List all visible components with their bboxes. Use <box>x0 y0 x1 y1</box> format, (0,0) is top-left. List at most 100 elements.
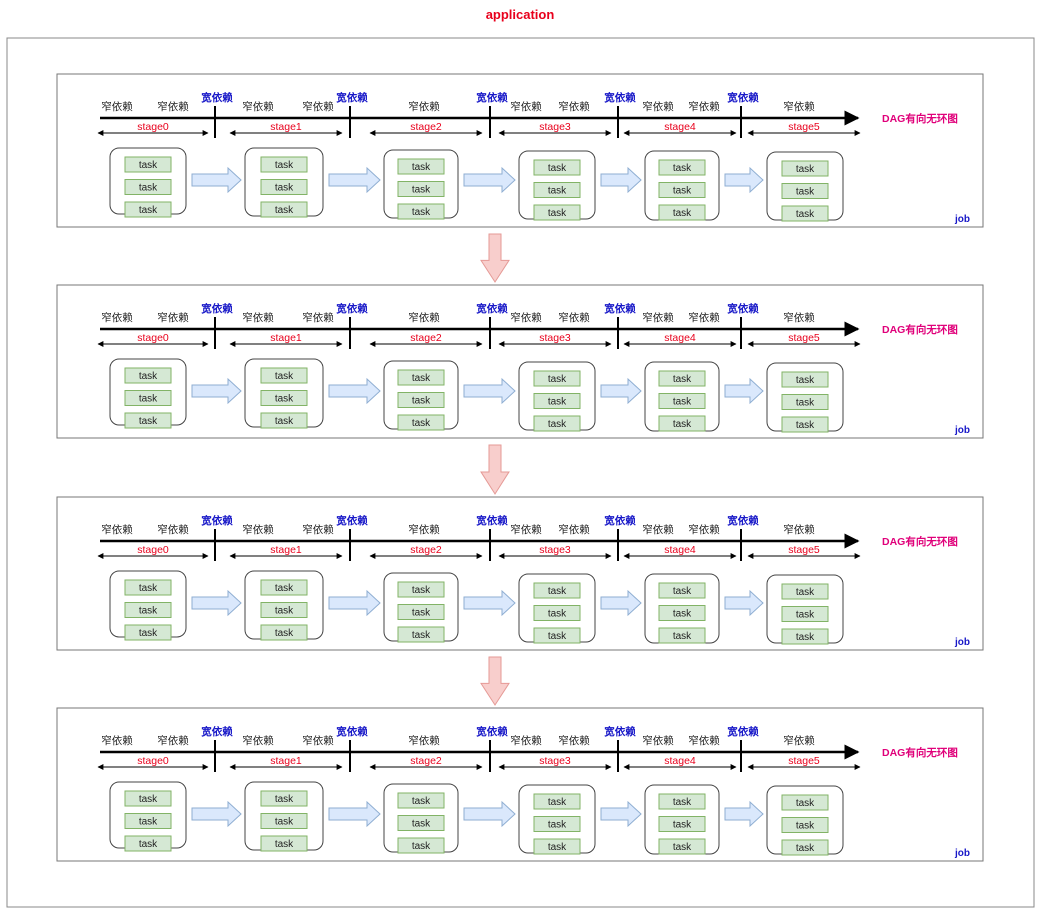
task-box <box>658 182 706 198</box>
narrow-dependency-label: 窄依赖 <box>408 100 440 113</box>
task-box <box>397 181 445 197</box>
task-box <box>397 581 445 598</box>
task-label: task <box>275 839 294 850</box>
task-label: task <box>673 797 692 808</box>
stage-label-3: stage3 <box>539 755 571 767</box>
task-box <box>533 582 581 599</box>
task-box <box>260 624 308 641</box>
wide-dependency-label: 宽依赖 <box>726 91 759 104</box>
wide-dependency-label: 宽依赖 <box>475 514 508 527</box>
job-sequence-arrow <box>480 233 510 283</box>
stage-flow-arrow <box>328 589 381 617</box>
task-label: task <box>673 842 692 853</box>
stage-flow-arrow <box>463 800 516 828</box>
task-box <box>658 159 706 176</box>
task-box <box>781 583 829 600</box>
stage-label-1: stage1 <box>270 121 302 133</box>
task-box <box>658 370 706 387</box>
job-label: job <box>954 425 970 436</box>
narrow-dependency-label: 窄依赖 <box>688 100 720 113</box>
wide-dependency-label: 宽依赖 <box>475 302 508 315</box>
task-label: task <box>275 205 294 216</box>
task-label: task <box>139 628 158 639</box>
task-box <box>124 390 172 406</box>
stage-flow-arrow <box>724 377 764 405</box>
narrow-dependency-label: 窄依赖 <box>157 100 189 113</box>
narrow-dependency-label: 窄依赖 <box>510 311 542 324</box>
stage-flow-arrow <box>191 377 242 405</box>
task-box <box>397 626 445 643</box>
task-box <box>397 604 445 620</box>
task-label: task <box>673 374 692 385</box>
task-label: task <box>548 609 567 620</box>
task-label: task <box>139 583 158 594</box>
wide-dependency-label: 宽依赖 <box>603 514 636 527</box>
task-box <box>124 602 172 618</box>
stage-flow-arrow <box>463 166 516 194</box>
narrow-dependency-label: 窄依赖 <box>642 734 674 747</box>
narrow-dependency-label: 窄依赖 <box>783 734 815 747</box>
task-label: task <box>673 208 692 219</box>
stage-flow-arrow <box>600 377 642 405</box>
task-label: task <box>673 820 692 831</box>
task-label: task <box>548 797 567 808</box>
stage-label-2: stage2 <box>410 332 442 344</box>
dag-label: DAG有向无环图 <box>882 535 958 548</box>
stage-label-2: stage2 <box>410 755 442 767</box>
task-label: task <box>139 416 158 427</box>
wide-dependency-label: 宽依赖 <box>200 514 233 527</box>
task-label: task <box>275 183 294 194</box>
task-label: task <box>796 164 815 175</box>
task-box <box>658 838 706 855</box>
stage-flow-arrow <box>724 589 764 617</box>
task-label: task <box>796 821 815 832</box>
task-box <box>533 793 581 810</box>
task-box <box>658 393 706 409</box>
narrow-dependency-label: 窄依赖 <box>558 100 590 113</box>
dag-label: DAG有向无环图 <box>882 112 958 125</box>
task-box <box>781 606 829 622</box>
stage-label-0: stage0 <box>137 121 169 133</box>
narrow-dependency-label: 窄依赖 <box>558 734 590 747</box>
job-label: job <box>954 637 970 648</box>
stage-label-3: stage3 <box>539 332 571 344</box>
task-box <box>533 605 581 621</box>
task-label: task <box>412 185 431 196</box>
narrow-dependency-label: 窄依赖 <box>101 311 133 324</box>
task-box <box>260 390 308 406</box>
task-box <box>124 624 172 641</box>
task-label: task <box>796 420 815 431</box>
task-label: task <box>548 419 567 430</box>
wide-dependency-label: 宽依赖 <box>726 514 759 527</box>
narrow-dependency-label: 窄依赖 <box>783 311 815 324</box>
wide-dependency-label: 宽依赖 <box>603 725 636 738</box>
task-box <box>781 817 829 833</box>
task-box <box>533 204 581 221</box>
task-label: task <box>548 820 567 831</box>
task-label: task <box>412 162 431 173</box>
stage-flow-arrow <box>463 377 516 405</box>
task-label: task <box>548 397 567 408</box>
task-label: task <box>673 163 692 174</box>
task-box <box>533 838 581 855</box>
task-label: task <box>139 160 158 171</box>
task-label: task <box>548 186 567 197</box>
task-label: task <box>412 819 431 830</box>
task-label: task <box>275 606 294 617</box>
task-box <box>124 179 172 195</box>
narrow-dependency-label: 窄依赖 <box>510 734 542 747</box>
narrow-dependency-label: 窄依赖 <box>558 523 590 536</box>
task-box <box>124 201 172 218</box>
task-label: task <box>673 631 692 642</box>
task-box <box>124 156 172 173</box>
wide-dependency-label: 宽依赖 <box>475 725 508 738</box>
task-label: task <box>673 186 692 197</box>
task-box <box>533 370 581 387</box>
stage-label-2: stage2 <box>410 121 442 133</box>
task-box <box>658 415 706 432</box>
job-0: DAG有向无环图宽依赖宽依赖宽依赖宽依赖宽依赖窄依赖窄依赖stage0taskt… <box>56 73 984 228</box>
wide-dependency-label: 宽依赖 <box>200 302 233 315</box>
stage-label-4: stage4 <box>664 544 696 556</box>
dag-label: DAG有向无环图 <box>882 323 958 336</box>
narrow-dependency-label: 窄依赖 <box>242 311 274 324</box>
